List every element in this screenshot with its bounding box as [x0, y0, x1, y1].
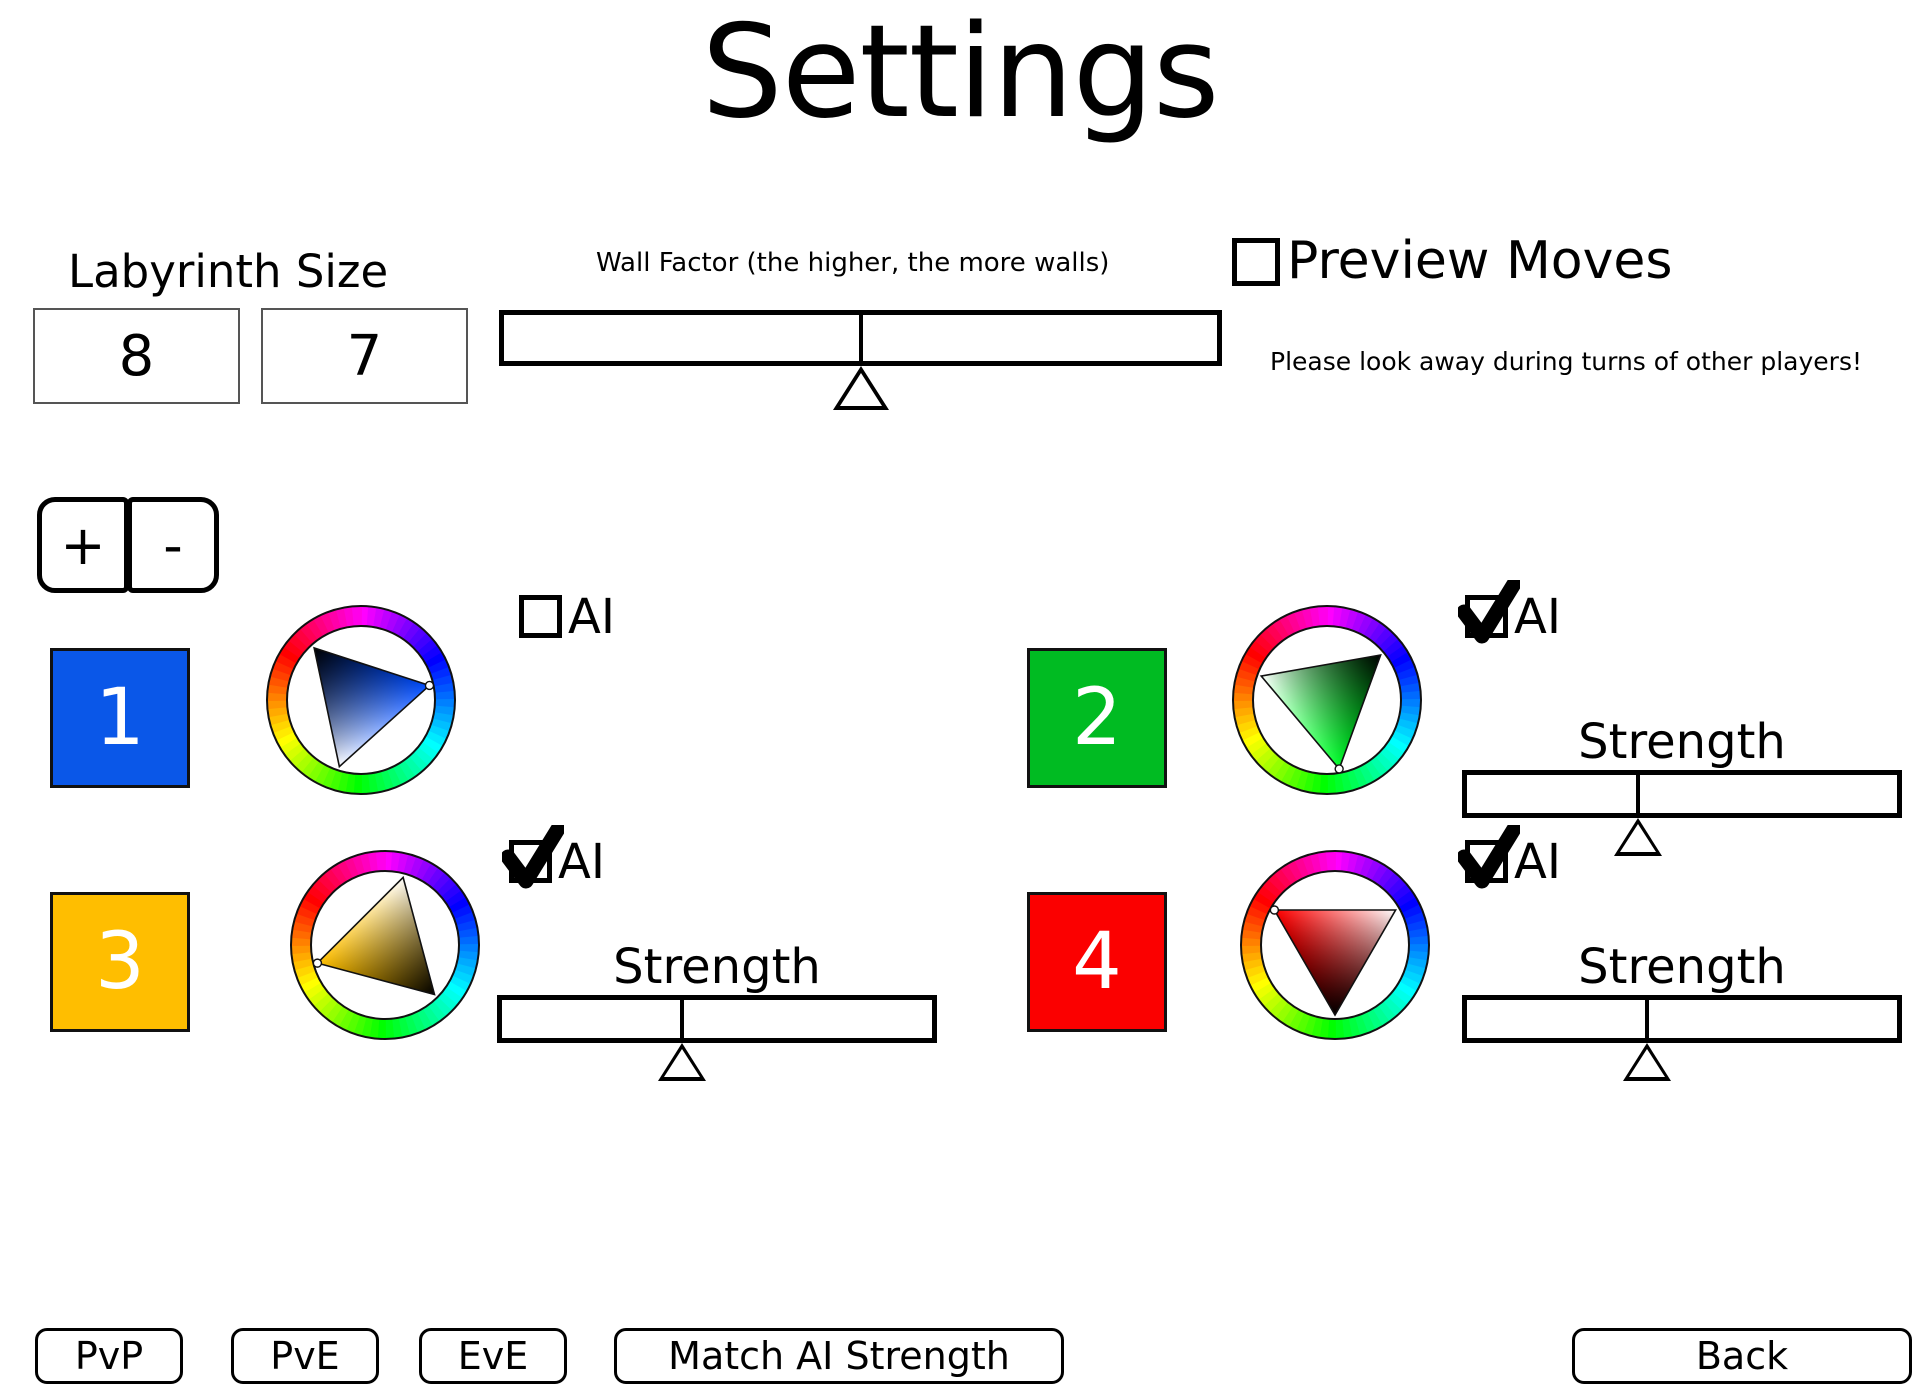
strength-label-player-4: Strength [1578, 939, 1786, 995]
eve-button[interactable]: EvE [419, 1328, 567, 1384]
ai-label-player-2: AI [1514, 589, 1561, 645]
strength-slider-player-3[interactable]: Strength [497, 939, 937, 1081]
labyrinth-height-input[interactable]: 7 [261, 308, 468, 404]
checkmark-icon [502, 825, 564, 889]
ai-checkbox-player-4[interactable] [1458, 825, 1520, 889]
ai-label-player-4: AI [1514, 834, 1561, 890]
strength-track-player-3[interactable] [497, 995, 937, 1043]
back-button[interactable]: Back [1572, 1328, 1912, 1384]
preview-moves-hint: Please look away during turns of other p… [1270, 347, 1862, 376]
labyrinth-width-input[interactable]: 8 [33, 308, 240, 404]
strength-track-player-2[interactable] [1462, 770, 1902, 818]
wall-factor-label: Wall Factor (the higher, the more walls) [596, 248, 1110, 278]
player-color-swatch-2[interactable]: 2 [1027, 648, 1167, 788]
player-color-swatch-4[interactable]: 4 [1027, 892, 1167, 1032]
strength-pointer-icon-player-2 [1614, 818, 1662, 856]
ai-toggle-row-player-2[interactable]: AI [1458, 580, 1561, 645]
pvp-button[interactable]: PvP [35, 1328, 183, 1384]
ai-checkbox-player-3[interactable] [502, 825, 564, 889]
ai-label-player-3: AI [558, 834, 605, 890]
ai-toggle-row-player-4[interactable]: AI [1458, 825, 1561, 890]
preview-moves-checkbox[interactable] [1232, 238, 1280, 286]
wall-factor-slider[interactable] [499, 310, 1222, 410]
remove-player-button[interactable]: - [127, 497, 219, 593]
strength-thumb-player-3[interactable] [679, 995, 684, 1043]
strength-slider-player-2[interactable]: Strength [1462, 714, 1902, 856]
color-wheel-icon-player-2[interactable] [1230, 603, 1424, 797]
strength-label-player-2: Strength [1578, 714, 1786, 770]
ai-label-player-1: AI [568, 589, 615, 645]
strength-track-player-4[interactable] [1462, 995, 1902, 1043]
strength-pointer-icon-player-3 [657, 1043, 706, 1081]
color-wheel-icon-player-3[interactable] [288, 848, 482, 1042]
ai-checkbox-player-1[interactable] [519, 595, 562, 638]
preview-moves-label: Preview Moves [1287, 231, 1673, 291]
checkmark-icon [1458, 825, 1520, 889]
labyrinth-size-label: Labyrinth Size [68, 245, 389, 298]
ai-toggle-row-player-1[interactable]: AI [519, 589, 615, 645]
wall-factor-pointer-icon [832, 366, 889, 410]
strength-label-player-3: Strength [613, 939, 821, 995]
player-color-swatch-3[interactable]: 3 [50, 892, 190, 1032]
strength-thumb-player-4[interactable] [1644, 995, 1649, 1043]
match-ai-strength-button[interactable]: Match AI Strength [614, 1328, 1064, 1384]
strength-slider-player-4[interactable]: Strength [1462, 939, 1902, 1081]
page-title: Settings [701, 0, 1220, 147]
wall-factor-thumb[interactable] [858, 310, 863, 366]
color-wheel-icon-player-4[interactable] [1238, 848, 1432, 1042]
strength-pointer-icon-player-4 [1622, 1043, 1671, 1081]
player-color-swatch-1[interactable]: 1 [50, 648, 190, 788]
preview-moves-row[interactable]: Preview Moves [1232, 231, 1673, 291]
add-player-button[interactable]: + [37, 497, 129, 593]
ai-checkbox-player-2[interactable] [1458, 580, 1520, 644]
color-wheel-icon-player-1[interactable] [264, 603, 458, 797]
ai-toggle-row-player-3[interactable]: AI [502, 825, 605, 890]
pve-button[interactable]: PvE [231, 1328, 379, 1384]
strength-thumb-player-2[interactable] [1636, 770, 1640, 818]
checkmark-icon [1458, 580, 1520, 644]
